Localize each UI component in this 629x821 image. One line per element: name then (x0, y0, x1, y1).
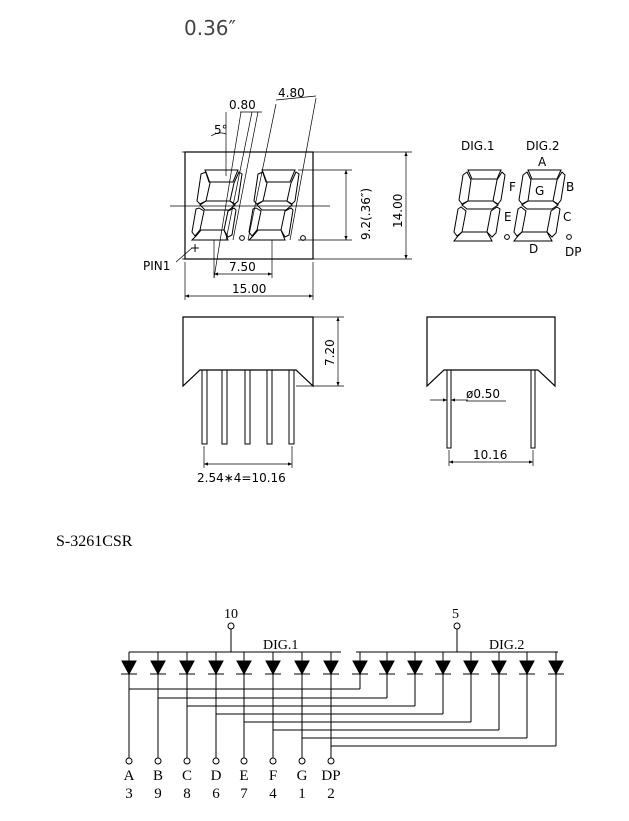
dim-overall-width: 15.00 (232, 282, 266, 296)
dim-pin-diameter: ø0.50 (466, 387, 500, 401)
pin-number-label: 3 (125, 786, 133, 802)
led-diode-dig2-e (463, 652, 479, 689)
pin-terminal-d: D6 (211, 757, 222, 802)
common2-pin-number: 5 (452, 607, 459, 622)
pin-seg-label: A (124, 768, 135, 784)
seg-label-e: E (504, 210, 512, 224)
led-diode-dig1-f (265, 652, 281, 758)
segment-wire-a (129, 674, 361, 690)
segment-wire-c (187, 674, 416, 707)
pin-seg-label: B (153, 768, 163, 784)
dim-overall-height: 14.00 (391, 194, 405, 228)
segment-wire-f (273, 674, 500, 731)
dim-angle: 5° (214, 123, 228, 137)
seg-digit-2 (512, 169, 566, 242)
dim-digit-width: 4.80 (278, 86, 305, 100)
seg-dig2-label: DIG.2 (526, 139, 560, 153)
led-diode-dig1-g (294, 652, 310, 758)
end-view: ø0.50 10.16 (426, 316, 556, 466)
led-diode-dig1-c (179, 652, 195, 758)
end-body (426, 316, 556, 388)
pin-number-label: 7 (240, 786, 248, 802)
segment-wire-d (216, 674, 444, 715)
pin-terminal-g: G1 (297, 757, 308, 802)
segment-wire-e (244, 674, 472, 723)
dim-segment-width: 0.80 (229, 98, 256, 112)
dim-digit-pitch: 7.50 (229, 260, 256, 274)
pin-seg-label: F (269, 768, 277, 784)
common2-terminal (453, 622, 461, 630)
led-diode-dig1-a (121, 652, 137, 758)
pin-seg-label: DP (321, 768, 340, 784)
pin-number-label: 4 (269, 786, 277, 802)
seg-label-a: A (538, 155, 547, 169)
common1-terminal (227, 622, 235, 630)
led-diode-dig1-dp (323, 652, 339, 758)
led-diode-dig1-d (208, 652, 224, 758)
seg-label-c: C (563, 210, 571, 224)
side-view: 7.20 2.54∗4=10.16 (182, 316, 344, 485)
display-size-label: 0.36″ (184, 16, 236, 40)
dim-row-spacing: 10.16 (473, 448, 507, 462)
pin-terminal-a: A3 (124, 757, 135, 802)
pin-number-label: 8 (183, 786, 191, 802)
pin-terminal-c: C8 (182, 757, 192, 802)
pin-seg-label: E (239, 768, 248, 784)
seg-dig1-label: DIG.1 (461, 139, 495, 153)
pin-number-label: 2 (327, 786, 335, 802)
pin-seg-label: C (182, 768, 192, 784)
pin-seg-label: G (297, 768, 308, 784)
dim-pin-spacing: 2.54∗4=10.16 (197, 471, 286, 485)
seg-digit-2-dp (566, 234, 572, 240)
common1-pin-number: 10 (224, 607, 238, 622)
seg-label-g: G (535, 184, 544, 198)
pin-terminal-e: E7 (239, 757, 249, 802)
front-view: 5° 0.80 4.80 9.2(.36″) 14.00 7.50 15.00 … (143, 86, 412, 300)
pin1-label: PIN1 (143, 259, 170, 273)
seg-label-f: F (509, 180, 516, 194)
segment-wire-dp (331, 674, 557, 747)
pin-terminal-b: B9 (153, 757, 163, 802)
front-digit-1 (190, 169, 245, 241)
front-outline (184, 151, 314, 260)
part-number: S-3261CSR (56, 533, 133, 550)
led-diode-dig1-b (150, 652, 166, 758)
pin-number-label: 1 (298, 786, 306, 802)
pin1-marker: + (190, 241, 200, 255)
pin-terminal-dp: DP 2 (321, 757, 341, 802)
dim-char-height: 9.2(.36″) (359, 188, 373, 240)
segment-wire-g (302, 674, 528, 739)
dim-body-depth: 7.20 (323, 339, 337, 366)
circuit-dig1-label: DIG.1 (263, 638, 298, 653)
circuit-dig2-label: DIG.2 (489, 638, 524, 653)
seg-label-d: D (529, 242, 538, 256)
pin-terminal-f: F4 (269, 757, 277, 802)
segment-diagram: DIG.1 DIG.2 A B C D E F G DP (452, 139, 581, 259)
seg-digit-1-dp (504, 234, 510, 240)
pin-number-label: 6 (212, 786, 220, 802)
front-digit-2 (247, 169, 306, 241)
pin-seg-label: D (211, 768, 222, 784)
seg-digit-1 (452, 169, 506, 242)
led-diode-dig1-e (236, 652, 252, 758)
seg-label-b: B (566, 180, 574, 194)
segment-wire-b (158, 674, 388, 699)
seg-label-dp: DP (565, 245, 581, 259)
pin-number-label: 9 (154, 786, 162, 802)
